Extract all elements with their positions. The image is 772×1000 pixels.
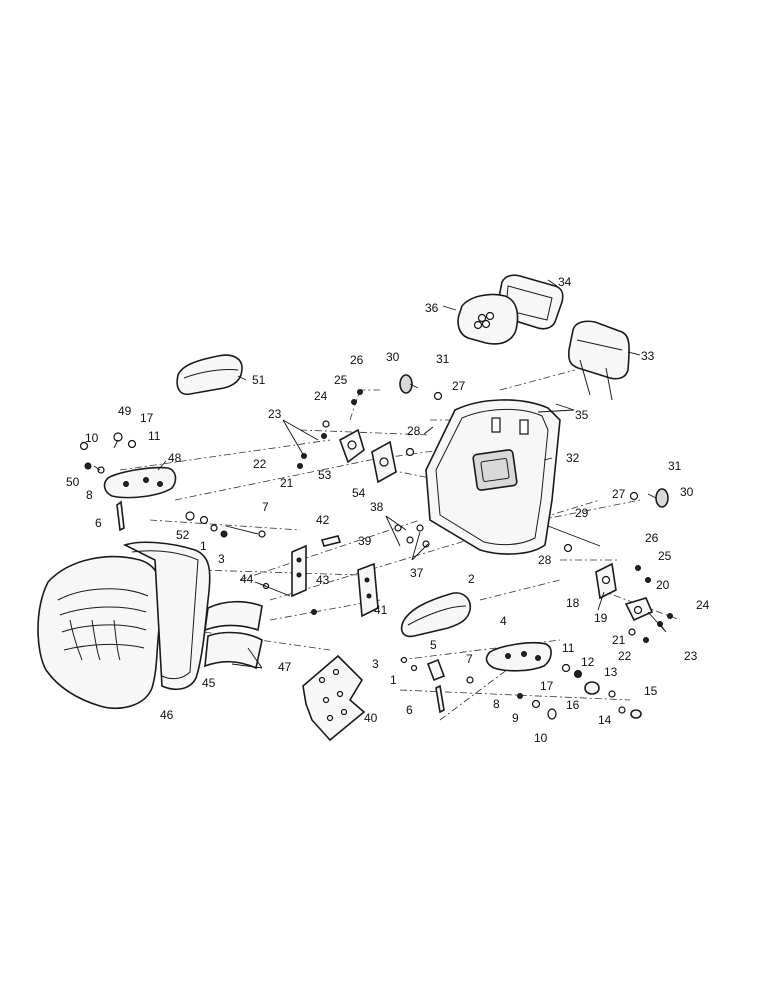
callout-33: 33 [641, 349, 655, 363]
callout-11: 11 [148, 429, 161, 443]
callout-labels: 34 36 33 26 30 31 27 25 51 35 24 49 23 1… [66, 275, 710, 745]
callout-47: 47 [278, 660, 292, 674]
recliner-plate-54 [371, 440, 397, 484]
callout-21: 21 [280, 476, 294, 490]
callout-19: 19 [594, 611, 608, 625]
callout-17: 17 [140, 411, 154, 425]
callout-53: 53 [318, 468, 332, 482]
callout-54: 54 [352, 486, 366, 500]
callout-9: 9 [512, 711, 519, 725]
bracket-43 [291, 544, 307, 598]
callout-38: 38 [370, 500, 384, 514]
callout-26: 26 [350, 353, 364, 367]
callout-37: 37 [410, 566, 424, 580]
callout-17: 17 [540, 679, 554, 693]
seat-straps-47 [204, 600, 263, 670]
callout-11: 11 [562, 641, 575, 655]
callout-20: 20 [656, 578, 670, 592]
callout-25: 25 [658, 549, 672, 563]
callout-32: 32 [566, 451, 580, 465]
armrest-pad-51 [176, 354, 243, 396]
callout-4: 4 [500, 614, 507, 628]
callout-42: 42 [316, 513, 330, 527]
callout-27: 27 [452, 379, 466, 393]
callout-25: 25 [334, 373, 348, 387]
callout-23: 23 [684, 649, 698, 663]
callout-46: 46 [160, 708, 174, 722]
callout-22: 22 [618, 649, 632, 663]
callout-6: 6 [406, 703, 413, 717]
headrest-pad-36 [457, 293, 519, 345]
callout-31: 31 [436, 352, 450, 366]
callout-40: 40 [364, 711, 378, 725]
callout-50: 50 [66, 475, 80, 489]
callout-31: 31 [668, 459, 682, 473]
recliner-plate-53 [339, 428, 365, 464]
knob-30-lower [647, 488, 669, 508]
callout-16: 16 [566, 698, 580, 712]
callout-14: 14 [598, 713, 612, 727]
callout-15: 15 [644, 684, 658, 698]
callout-28: 28 [538, 553, 552, 567]
callout-1: 1 [200, 539, 207, 553]
callout-13: 13 [604, 665, 618, 679]
callout-27: 27 [612, 487, 626, 501]
callout-39: 39 [358, 534, 372, 548]
callout-18: 18 [566, 596, 580, 610]
callout-23: 23 [268, 407, 282, 421]
callout-34: 34 [558, 275, 572, 289]
callout-1: 1 [390, 673, 397, 687]
callout-44: 44 [240, 572, 254, 586]
seat-cushion-base-45 [122, 541, 211, 691]
seat-cushion-46 [37, 555, 163, 710]
callout-45: 45 [202, 676, 216, 690]
callout-21: 21 [612, 633, 626, 647]
callout-8: 8 [86, 488, 93, 502]
callout-7: 7 [262, 500, 269, 514]
callout-35: 35 [575, 408, 589, 422]
callout-28: 28 [407, 424, 421, 438]
callout-24: 24 [314, 389, 328, 403]
callout-8: 8 [493, 697, 500, 711]
callout-26: 26 [645, 531, 659, 545]
callout-5: 5 [430, 638, 437, 652]
callout-22: 22 [253, 457, 267, 471]
recliner-plate-19 [595, 562, 617, 600]
callout-49: 49 [118, 404, 132, 418]
headrest-33 [567, 320, 630, 401]
callout-48: 48 [168, 451, 182, 465]
recliner-plate-20 [624, 597, 654, 622]
backrest-shell-32 [425, 399, 561, 555]
hinge-plate-48 [103, 466, 177, 499]
callout-10: 10 [85, 431, 99, 445]
callout-30: 30 [386, 350, 400, 364]
callout-52: 52 [176, 528, 190, 542]
bracket-41 [357, 562, 379, 618]
callout-2: 2 [468, 572, 475, 586]
callout-51: 51 [252, 373, 266, 387]
callout-6: 6 [95, 516, 102, 530]
callout-30: 30 [680, 485, 694, 499]
leader-lines [93, 279, 667, 669]
callout-7: 7 [466, 652, 473, 666]
callout-36: 36 [425, 301, 439, 315]
rod-29 [547, 525, 601, 547]
callout-12: 12 [581, 655, 595, 669]
callout-29: 29 [575, 506, 589, 520]
knob-30-upper [399, 374, 419, 394]
hinge-plate-4 [485, 641, 552, 672]
hardware-washers-nuts [79, 389, 673, 720]
callout-3: 3 [372, 657, 379, 671]
mounting-plate-40 [302, 654, 366, 742]
callout-24: 24 [696, 598, 710, 612]
callout-3: 3 [218, 552, 225, 566]
callout-43: 43 [316, 573, 330, 587]
callout-10: 10 [534, 731, 548, 745]
armrest-pad-2 [400, 592, 472, 638]
callout-41: 41 [374, 603, 388, 617]
